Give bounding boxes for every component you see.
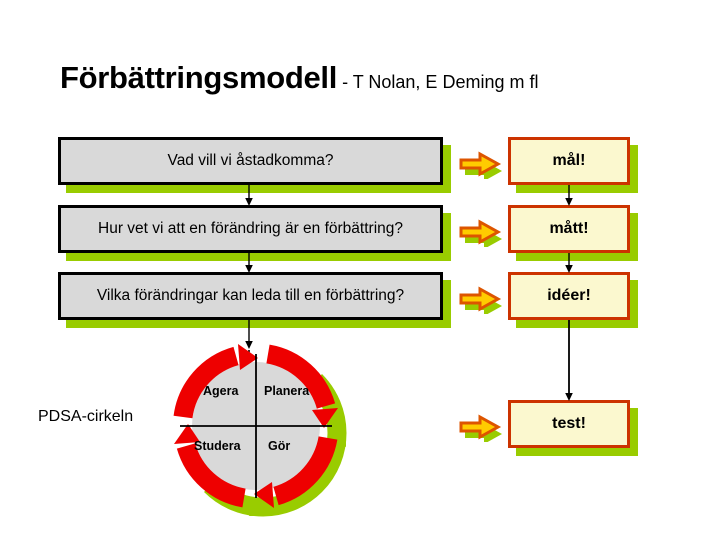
page-title: Förbättringsmodell - T Nolan, E Deming m… (60, 60, 680, 100)
pdsa-cycle-caption: PDSA-cirkeln (38, 408, 134, 425)
connector-q2-to-q3 (243, 253, 255, 274)
answer-box-test-label: test! (552, 415, 586, 432)
box-face: Vilka förändringar kan leda till en förb… (58, 272, 443, 320)
answer-box-test[interactable]: test! (508, 400, 638, 456)
box-face: mått! (508, 205, 630, 253)
down-arrow-icon (565, 253, 573, 273)
connector-mal-to-matt (563, 185, 575, 207)
pdsa-cycle-icon (173, 344, 347, 517)
box-face: idéer! (508, 272, 630, 320)
title-main-text: Förbättringsmodell (60, 60, 338, 95)
answer-box-matt-label: mått! (549, 220, 589, 237)
pdsa-quadrant-planera: Planera (264, 384, 310, 398)
down-arrow-icon (245, 185, 253, 206)
box-face: Vad vill vi åstadkomma? (58, 137, 443, 185)
question-box-2[interactable]: Hur vet vi att en förändring är en förbä… (58, 205, 451, 261)
answer-box-ideer[interactable]: idéer! (508, 272, 638, 328)
pdsa-quadrant-studera: Studera (194, 439, 241, 453)
answer-box-mal-label: mål! (552, 152, 586, 169)
down-arrow-icon (245, 320, 253, 349)
chevron-arrow-2 (456, 211, 504, 247)
question-box-3-label: Vilka förändringar kan leda till en förb… (96, 287, 405, 304)
down-arrow-icon (245, 253, 253, 273)
question-box-1[interactable]: Vad vill vi åstadkomma? (58, 137, 451, 193)
connector-ideer-to-test (563, 320, 575, 402)
question-box-2-label: Hur vet vi att en förändring är en förbä… (98, 220, 403, 237)
question-box-3[interactable]: Vilka förändringar kan leda till en förb… (58, 272, 451, 328)
right-chevron-arrow-icon (459, 219, 502, 247)
chevron-arrow-4 (456, 406, 504, 442)
connector-q3-to-cycle (243, 320, 255, 350)
chevron-arrow-1 (456, 143, 504, 179)
connector-matt-to-ideer (563, 253, 575, 274)
answer-box-ideer-label: idéer! (547, 287, 591, 304)
answer-box-matt[interactable]: mått! (508, 205, 638, 261)
answer-box-mal[interactable]: mål! (508, 137, 638, 193)
question-box-1-label: Vad vill vi åstadkomma? (167, 152, 334, 169)
box-face: mål! (508, 137, 630, 185)
connector-q1-to-q2 (243, 185, 255, 207)
right-chevron-arrow-icon (459, 414, 502, 442)
right-chevron-arrow-icon (459, 151, 502, 179)
box-face: test! (508, 400, 630, 448)
box-face: Hur vet vi att en förändring är en förbä… (58, 205, 443, 253)
right-chevron-arrow-icon (459, 286, 502, 314)
down-arrow-icon (565, 320, 573, 401)
pdsa-cycle-graphic[interactable]: Agera Planera Studera Gör (158, 332, 354, 520)
pdsa-quadrant-agera: Agera (203, 384, 239, 398)
pdsa-quadrant-gor: Gör (268, 439, 291, 453)
chevron-arrow-3 (456, 278, 504, 314)
down-arrow-icon (565, 185, 573, 206)
title-subtitle-text: - T Nolan, E Deming m fl (337, 72, 539, 92)
